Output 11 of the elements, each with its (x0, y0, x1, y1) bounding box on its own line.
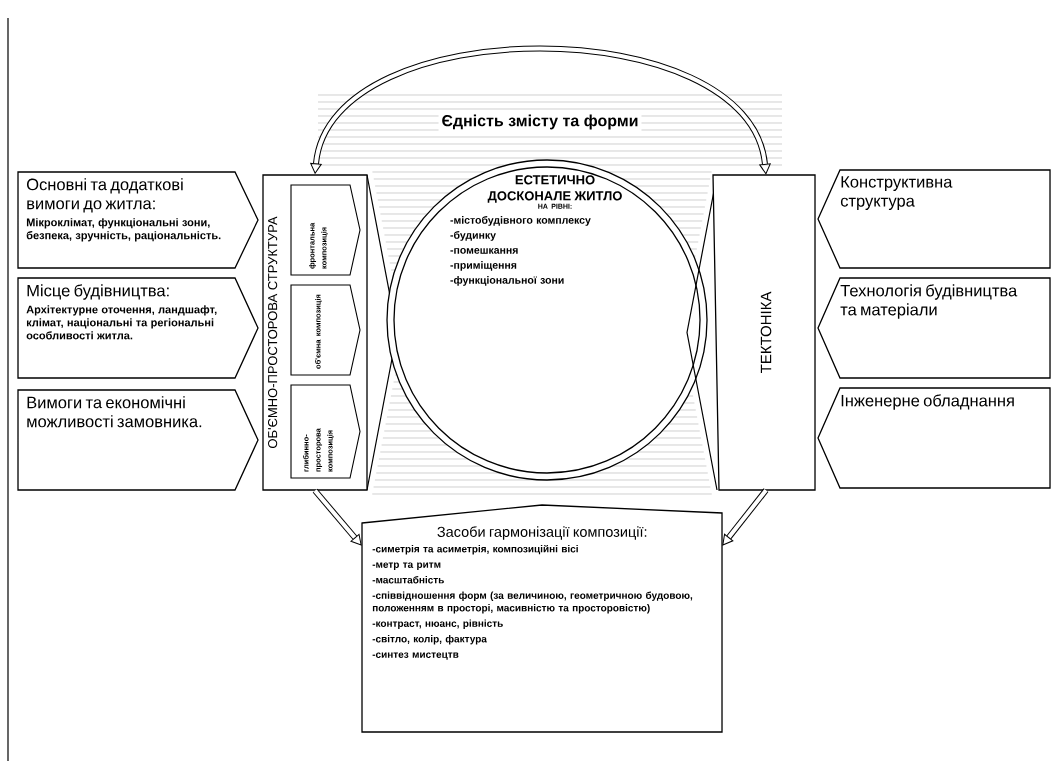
arrow (312, 488, 362, 546)
arrow-box: Основні та додаткові вимоги до житла: Мікроклімат, функціональні зони, безпека, зручність, раціональність. (17, 171, 259, 269)
arrow-box: Технологія будівництва та матеріали (817, 277, 1051, 379)
arrow (310, 45, 771, 175)
arrow-box: Інженерне обладнання (817, 387, 1051, 489)
arrow-box: Конструктивна структура (817, 169, 1051, 269)
means-box: Засоби гармонізації композиції: -симетрія та асиметрія, композиційні вісі -метр та ритм -масштабність -співвідношення форм (за величиною, геометричною будовою, положенням в просторі, масивністю та просторовістю) -контраст, нюанс, рівність -світло, колір, фактура -синтез мистецтв (361, 504, 723, 733)
arrow-box: Місце будівництва: Архітектурне оточення, ландшафт, клімат, національні та регіональні особливості житла. (17, 277, 259, 379)
arrow-box: Вимоги та економічні можливості замовника. (17, 389, 259, 491)
tectonics-box: ТЕКТОНІКА (686, 174, 816, 491)
arrow (722, 488, 769, 546)
